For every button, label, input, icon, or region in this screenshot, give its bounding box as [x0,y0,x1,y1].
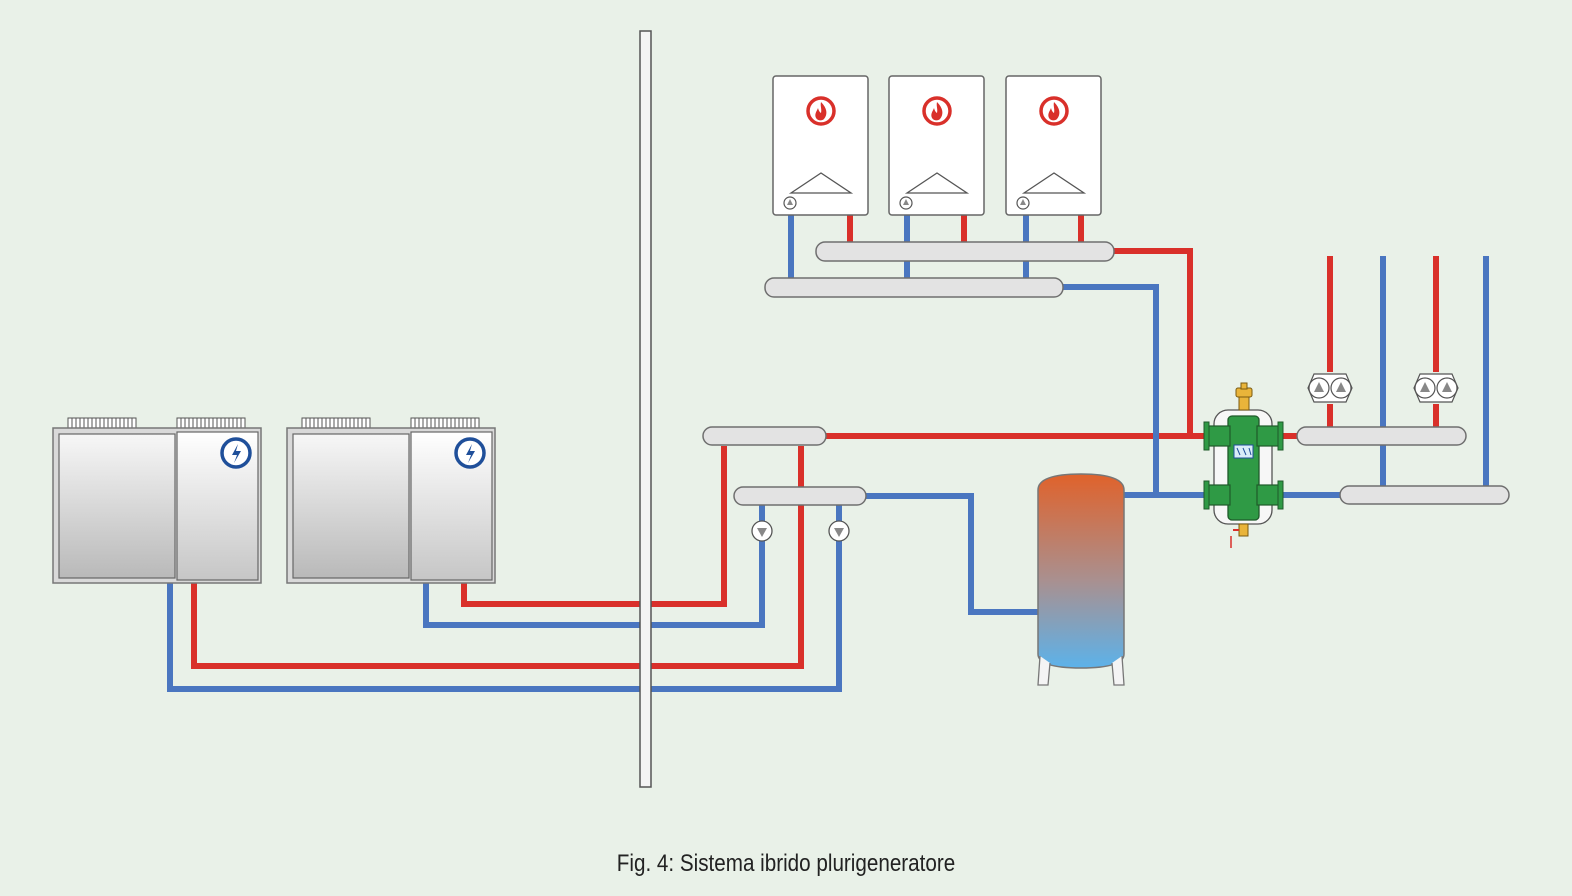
pipes [167,214,1489,692]
heat-pump-cold-manifold [733,486,867,506]
twin-circulator-pump-icon [1307,373,1353,403]
cold-pipe [1062,284,1210,498]
hot-pipe [191,446,804,669]
buffer-tank [1037,473,1125,686]
flame-icon [922,96,952,126]
flame-icon [1039,96,1069,126]
boiler [772,75,869,216]
heat-pump [52,417,262,584]
hot-pipe [1113,248,1193,436]
manifolds [702,241,1510,506]
user-hot-manifold [1296,426,1467,446]
electric-bolt-icon [220,437,252,469]
wall [639,30,652,788]
electric-bolt-icon [454,437,486,469]
cold-pipe [423,540,765,628]
figure-caption: Fig. 4: Sistema ibrido plurigeneratore [616,850,956,877]
cold-pipe [865,493,1040,615]
flame-icon [806,96,836,126]
cold-pipe [167,540,842,692]
twin-circulator-pump-icon [1413,373,1459,403]
boiler [1005,75,1102,216]
hydraulic-separator [1203,382,1284,548]
user-cold-manifold [1339,485,1510,505]
boiler [888,75,985,216]
circulator-pump-icon [828,520,850,542]
circulator-pump-icon [751,520,773,542]
heat-pump-hot-manifold [702,426,827,446]
boiler-hot-manifold [815,241,1115,262]
heat-pump [286,417,496,584]
hot-pipe [461,446,727,607]
boiler-cold-manifold [764,277,1064,298]
